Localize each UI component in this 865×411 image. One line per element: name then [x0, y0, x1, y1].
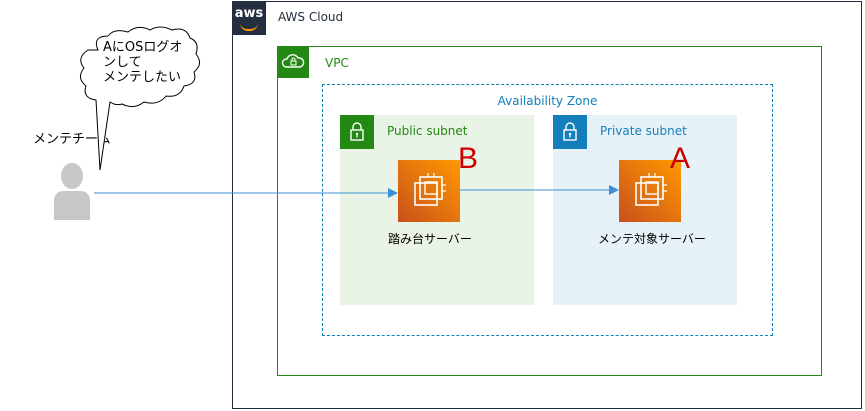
marker-b: B [458, 142, 479, 175]
bubble-line: メンテしたい [103, 70, 182, 85]
marker-a: A [670, 142, 691, 175]
availability-zone-label: Availability Zone [497, 94, 598, 108]
ec2-target-icon[interactable] [619, 160, 681, 222]
vpc-label: VPC [325, 56, 349, 70]
aws-logo-icon: aws [232, 1, 266, 35]
aws-cloud-label: AWS Cloud [278, 10, 344, 24]
private-subnet-lock-icon [553, 115, 587, 149]
aws-cloud-group [232, 1, 862, 409]
public-subnet-lock-icon [340, 115, 374, 149]
arrowhead-target [609, 185, 619, 195]
user-icon [50, 160, 94, 220]
team-label: メンテチーム [33, 132, 111, 147]
aws-logo-text: aws [234, 6, 264, 21]
vpc-cloud-lock-icon [277, 46, 309, 78]
thought-bubble-text: AにOSログオ ンして メンテしたい [103, 40, 203, 85]
public-subnet-label: Public subnet [387, 124, 468, 138]
vpc-group [277, 46, 822, 376]
target-server-label: メンテ対象サーバー [598, 232, 706, 246]
arrowhead-bastion [388, 188, 398, 198]
bastion-server-label: 踏み台サーバー [388, 232, 472, 246]
availability-zone-group [322, 84, 773, 336]
thought-bubble [80, 26, 200, 171]
ec2-bastion-icon[interactable] [398, 160, 460, 222]
bubble-line: ンして [103, 55, 142, 70]
private-subnet-label: Private subnet [600, 124, 687, 138]
bubble-line: AにOSログオ [103, 40, 183, 55]
